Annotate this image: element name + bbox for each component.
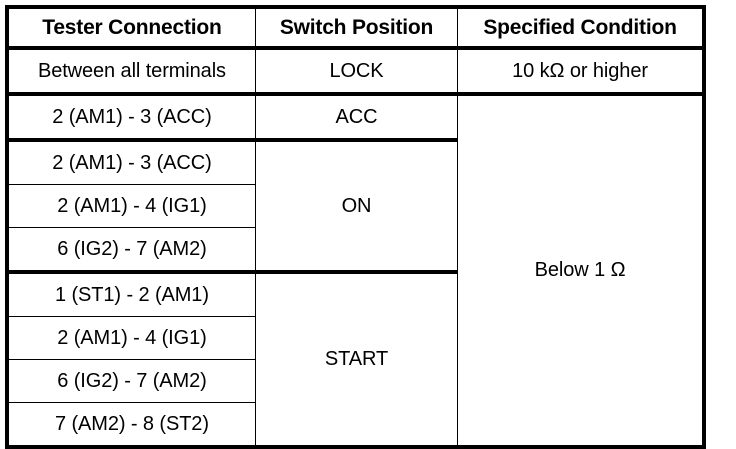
table-row: Between all terminals LOCK 10 kΩ or high… — [6, 47, 705, 96]
table-row: 2 (AM1) - 4 (IG1) — [6, 316, 704, 360]
inspection-specification-table: Tester Connection Switch Position Specif… — [5, 5, 706, 449]
cell-tester-connection: Between all terminals — [6, 47, 256, 96]
cell-tester-connection: 2 (AM1) - 3 (ACC) — [6, 139, 256, 185]
cell-tester-connection: 2 (AM1) - 4 (IG1) — [6, 184, 256, 228]
cell-tester-connection: 1 (ST1) - 2 (AM1) — [6, 271, 256, 317]
table-row: 2 (AM1) - 3 (ACC) ON — [6, 139, 704, 274]
cell-tester-connection: 6 (IG2) - 7 (AM2) — [6, 359, 256, 403]
specification-table-container: Tester Connection Switch Position Specif… — [5, 5, 706, 449]
cell-tester-connection: 2 (AM1) - 3 (ACC) — [6, 93, 256, 142]
table-row: 1 (ST1) - 2 (AM1) START — [6, 271, 704, 448]
cell-tester-connection: 6 (IG2) - 7 (AM2) — [6, 227, 256, 274]
cell-switch-position-acc: ACC — [254, 93, 459, 142]
cell-condition-low: Below 1 Ω — [457, 93, 705, 448]
cell-switch-position-on: ON — [254, 139, 459, 274]
table-row: 2 (AM1) - 4 (IG1) — [6, 184, 704, 228]
column-header-specified-condition: Specified Condition — [457, 6, 705, 50]
table-row: 6 (IG2) - 7 (AM2) — [6, 227, 704, 274]
cell-switch-position-start: START — [254, 271, 459, 448]
table-row: 6 (IG2) - 7 (AM2) — [6, 359, 704, 403]
cell-tester-connection: 7 (AM2) - 8 (ST2) — [6, 402, 256, 448]
table-row: 2 (AM1) - 3 (ACC) ACC Below 1 Ω — [6, 93, 705, 448]
column-header-tester-connection: Tester Connection — [6, 6, 256, 50]
cell-condition-high: 10 kΩ or higher — [457, 47, 705, 96]
column-header-switch-position: Switch Position — [254, 6, 459, 50]
cell-switch-position-lock: LOCK — [254, 47, 459, 96]
cell-tester-connection: 2 (AM1) - 4 (IG1) — [6, 316, 256, 360]
table-header-row: Tester Connection Switch Position Specif… — [6, 6, 705, 50]
